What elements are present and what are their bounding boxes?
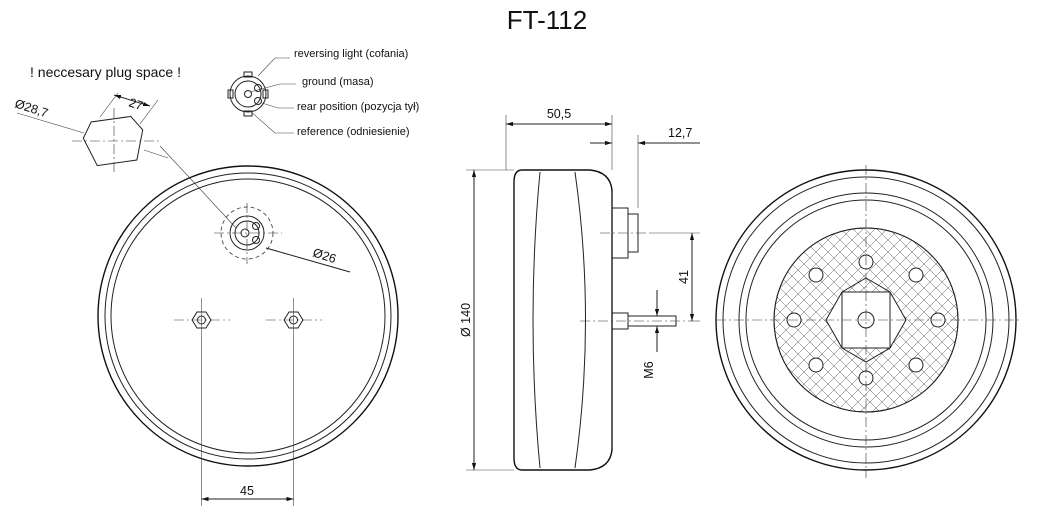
- lamp-diameter-label: Ø 140: [459, 303, 473, 337]
- legend-rear-position: rear position (pozycja tył): [297, 101, 419, 113]
- body-depth-label: 50,5: [547, 107, 571, 121]
- connector-depth-label: 12,7: [668, 126, 692, 140]
- plug-hexagon: [16, 92, 169, 175]
- connector-legend: reversing light (cofania) ground (masa) …: [227, 48, 419, 138]
- connector-rear: [214, 203, 351, 273]
- drawing-title: FT-112: [507, 5, 587, 35]
- legend-ground: ground (masa): [302, 76, 374, 88]
- legend-reversing-light: reversing light (cofania): [294, 48, 408, 60]
- legend-reference: reference (odniesienie): [297, 126, 410, 138]
- plug-space-note: ! neccesary plug space !: [30, 64, 181, 80]
- connector-diameter-label: Ø26: [311, 246, 338, 267]
- plug-diameter-label: Ø28,7: [13, 97, 50, 121]
- side-view: [466, 115, 700, 471]
- mounting-bolts: [174, 298, 322, 506]
- plug-width-label: 27: [127, 96, 145, 114]
- bolt-spacing-label: 45: [240, 484, 254, 498]
- bolt-offset-label: 41: [677, 270, 691, 284]
- front-view: [715, 165, 1020, 478]
- led-cells: [786, 254, 946, 386]
- rear-view: ! neccesary plug space ! Ø28,7 27: [13, 64, 399, 506]
- bolt-thread-label: M6: [642, 361, 656, 378]
